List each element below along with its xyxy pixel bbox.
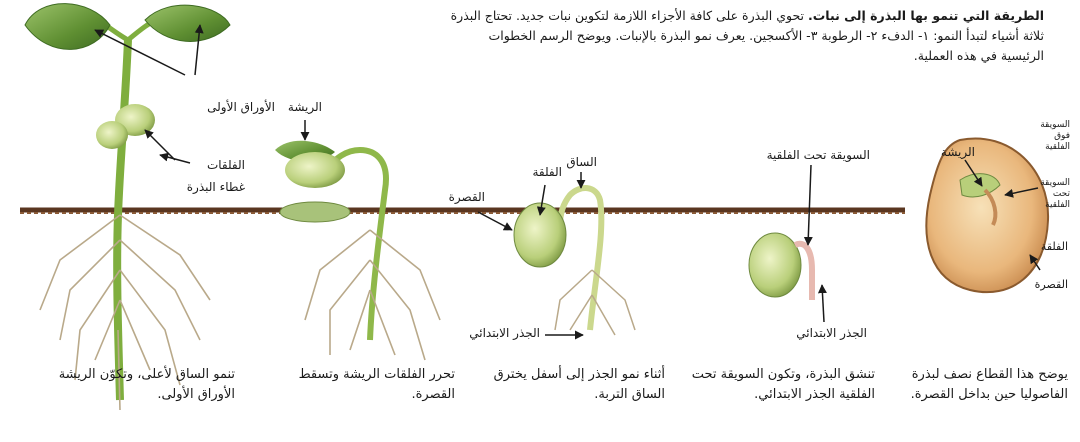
label-plumule-seed: الريشة — [941, 145, 975, 159]
seedling-stage5 — [25, 4, 230, 410]
label-coat-stage3: القصرة — [449, 190, 485, 204]
first-leaf-left — [25, 4, 110, 50]
label-first-leaves: الأوراق الأولى — [207, 100, 275, 114]
label-seed-epicotyl: السويقة فوق الفلقية — [1030, 120, 1070, 153]
label-hypocotyl: السويقة تحت الفلقية — [767, 148, 870, 162]
label-seed-coat-cover: غطاء البذرة — [187, 180, 245, 194]
intro-title: الطريقة التي تنمو بها البذرة إلى نبات. — [808, 8, 1044, 23]
label-stem: الساق — [566, 155, 597, 169]
seed-cross-section — [926, 138, 1048, 292]
soil-line — [20, 210, 905, 213]
label-seed-cotyledon: الفلقة — [1041, 240, 1068, 253]
label-cotyledon-stage3: الفلقة — [532, 165, 562, 179]
label-seed-hypocotyl: السويقة تحت الفلقية — [1030, 178, 1070, 211]
label-cotyledons: الفلقات — [207, 158, 245, 172]
cotyledon-stage5-b — [96, 121, 128, 149]
seed-stage2 — [749, 233, 801, 297]
caption-stage4: تحرر الفلقات الريشة وتسقط القصرة. — [265, 365, 455, 405]
label-seed-coat: القصرة — [1035, 278, 1068, 291]
intro-paragraph: الطريقة التي تنمو بها البذرة إلى نبات. ت… — [444, 6, 1044, 66]
seed-coat-cover-shape — [280, 202, 350, 222]
caption-stage1: يوضح هذا القطاع نصف لبذرة الفاصوليا حين … — [898, 365, 1068, 405]
label-radicle-stage3: الجذر الابتدائي — [469, 326, 540, 340]
label-radicle-stage2: الجذر الابتدائي — [796, 326, 867, 340]
seedling-stage2 — [749, 233, 812, 300]
cotyledon-stage4 — [285, 152, 345, 188]
roots-stage4 — [305, 230, 440, 360]
caption-stage3: أثناء نمو الجذر إلى أسفل يخترق الساق الت… — [475, 365, 665, 405]
caption-stage5: تنمو الساق لأعلى، وتكوّن الريشة الأوراق … — [35, 365, 235, 405]
label-plumule-stage4: الريشة — [288, 100, 322, 114]
caption-stage2: تنشق البذرة، وتكون السويقة تحت الفلقية ا… — [685, 365, 875, 405]
first-leaf-right — [145, 5, 230, 41]
seedling-stage4 — [275, 141, 440, 360]
